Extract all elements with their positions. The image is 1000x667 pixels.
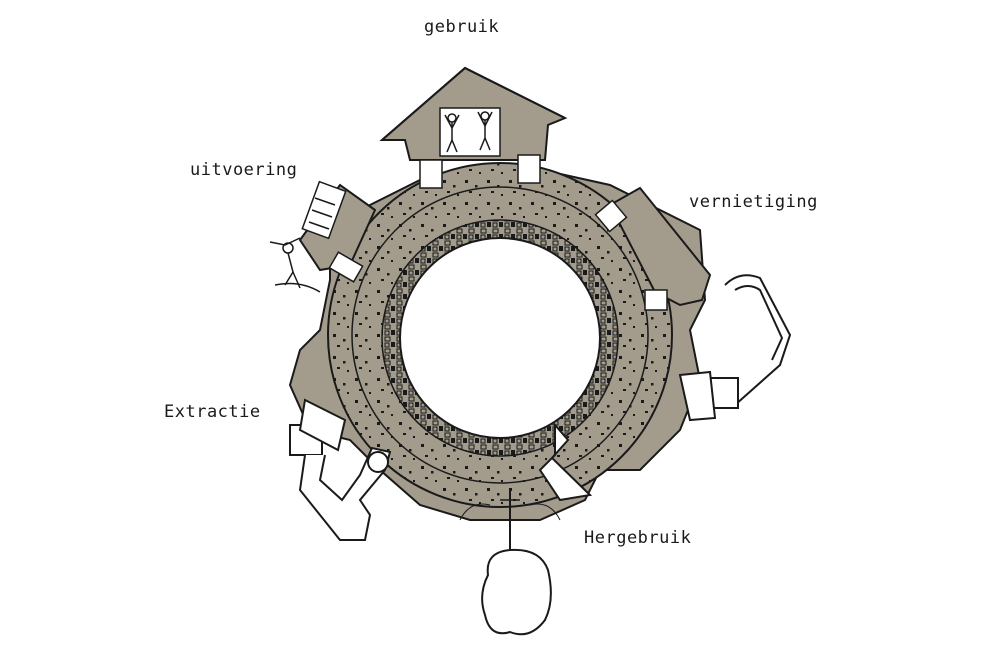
construction-worker-icon (269, 180, 377, 293)
label-uitvoering: uitvoering (190, 160, 298, 180)
label-hergebruik: Hergebruik (584, 528, 692, 548)
center-hole (399, 237, 601, 439)
extraction-excavator-icon (289, 398, 392, 541)
house-icon (379, 66, 568, 189)
label-vernietiging: vernietiging (689, 192, 818, 212)
label-gebruik: gebruik (424, 17, 500, 37)
tree-icon (459, 490, 561, 636)
ring-crack (538, 422, 593, 502)
demolition-excavator-icon (594, 186, 792, 422)
label-extractie: Extractie (164, 402, 261, 422)
